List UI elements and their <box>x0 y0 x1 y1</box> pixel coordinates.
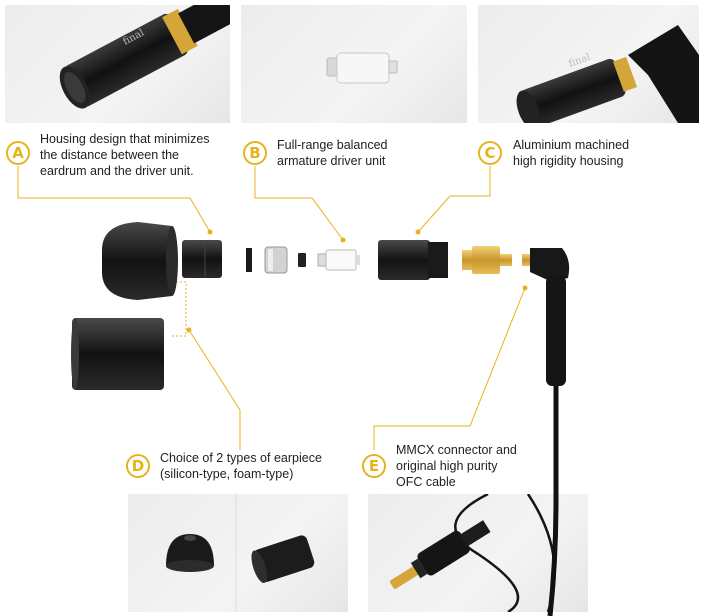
ring-part <box>246 248 252 272</box>
ba-driver-part <box>317 249 360 271</box>
callout-b-line-1: Full-range balanced <box>277 138 388 152</box>
callout-badge-b: B <box>243 141 267 165</box>
callout-text-e: MMCX connector and original high purity … <box>396 442 517 490</box>
callout-badge-a: A <box>6 141 30 165</box>
callout-text-c: Aluminium machined high rigidity housing <box>513 137 629 169</box>
callout-text-b: Full-range balanced armature driver unit <box>277 137 388 169</box>
housing-closeup-illustration-c: final <box>516 25 699 123</box>
front-housing-part <box>182 240 222 278</box>
leader-line-a <box>17 166 211 233</box>
callout-text-a: Housing design that minimizes the distan… <box>40 131 210 179</box>
mesh-part <box>264 246 288 274</box>
callout-badge-d: D <box>126 454 150 478</box>
main-housing-part <box>378 240 448 280</box>
callout-badge-c: C <box>478 141 502 165</box>
cable-part <box>522 248 570 616</box>
callout-e-line-2: original high purity <box>396 459 498 473</box>
foam-eartip-part <box>71 318 164 390</box>
driver-unit-illustration <box>326 52 398 84</box>
callout-e-line-1: MMCX connector and <box>396 443 517 457</box>
earpieces-photo-d <box>128 494 348 612</box>
callout-e-line-3: OFC cable <box>396 475 456 489</box>
callout-badge-e: E <box>362 454 386 478</box>
callout-c-line-2: high rigidity housing <box>513 154 624 168</box>
callout-a-line-1: Housing design that minimizes <box>40 132 210 146</box>
silicone-eartip-part <box>102 222 178 300</box>
callout-c-line-1: Aluminium machined <box>513 138 630 152</box>
earpieces-illustration <box>166 494 315 612</box>
leader-lines <box>17 166 526 450</box>
housing-closeup-photo-a: final <box>5 5 230 123</box>
housing-closeup-illustration: final <box>59 5 230 109</box>
leader-line-d <box>188 329 241 450</box>
callout-a-line-2: the distance between the <box>40 148 179 162</box>
leader-line-b <box>254 166 344 241</box>
callout-d-line-2: (silicon-type, foam-type) <box>160 467 294 481</box>
gasket-part <box>298 253 306 267</box>
leader-line-c <box>417 166 491 233</box>
housing-closeup-photo-c: final <box>478 5 699 123</box>
leader-dots <box>186 229 528 333</box>
callout-text-d: Choice of 2 types of earpiece (silicon-t… <box>160 450 322 482</box>
driver-unit-photo-b <box>241 5 467 123</box>
mmcx-connector-part <box>462 246 512 274</box>
leader-line-e <box>373 287 526 450</box>
callout-d-line-1: Choice of 2 types of earpiece <box>160 451 322 465</box>
callout-b-line-2: armature driver unit <box>277 154 386 168</box>
callout-a-line-3: eardrum and the driver unit. <box>40 164 194 178</box>
earpiece-alternative-bracket <box>172 281 187 337</box>
